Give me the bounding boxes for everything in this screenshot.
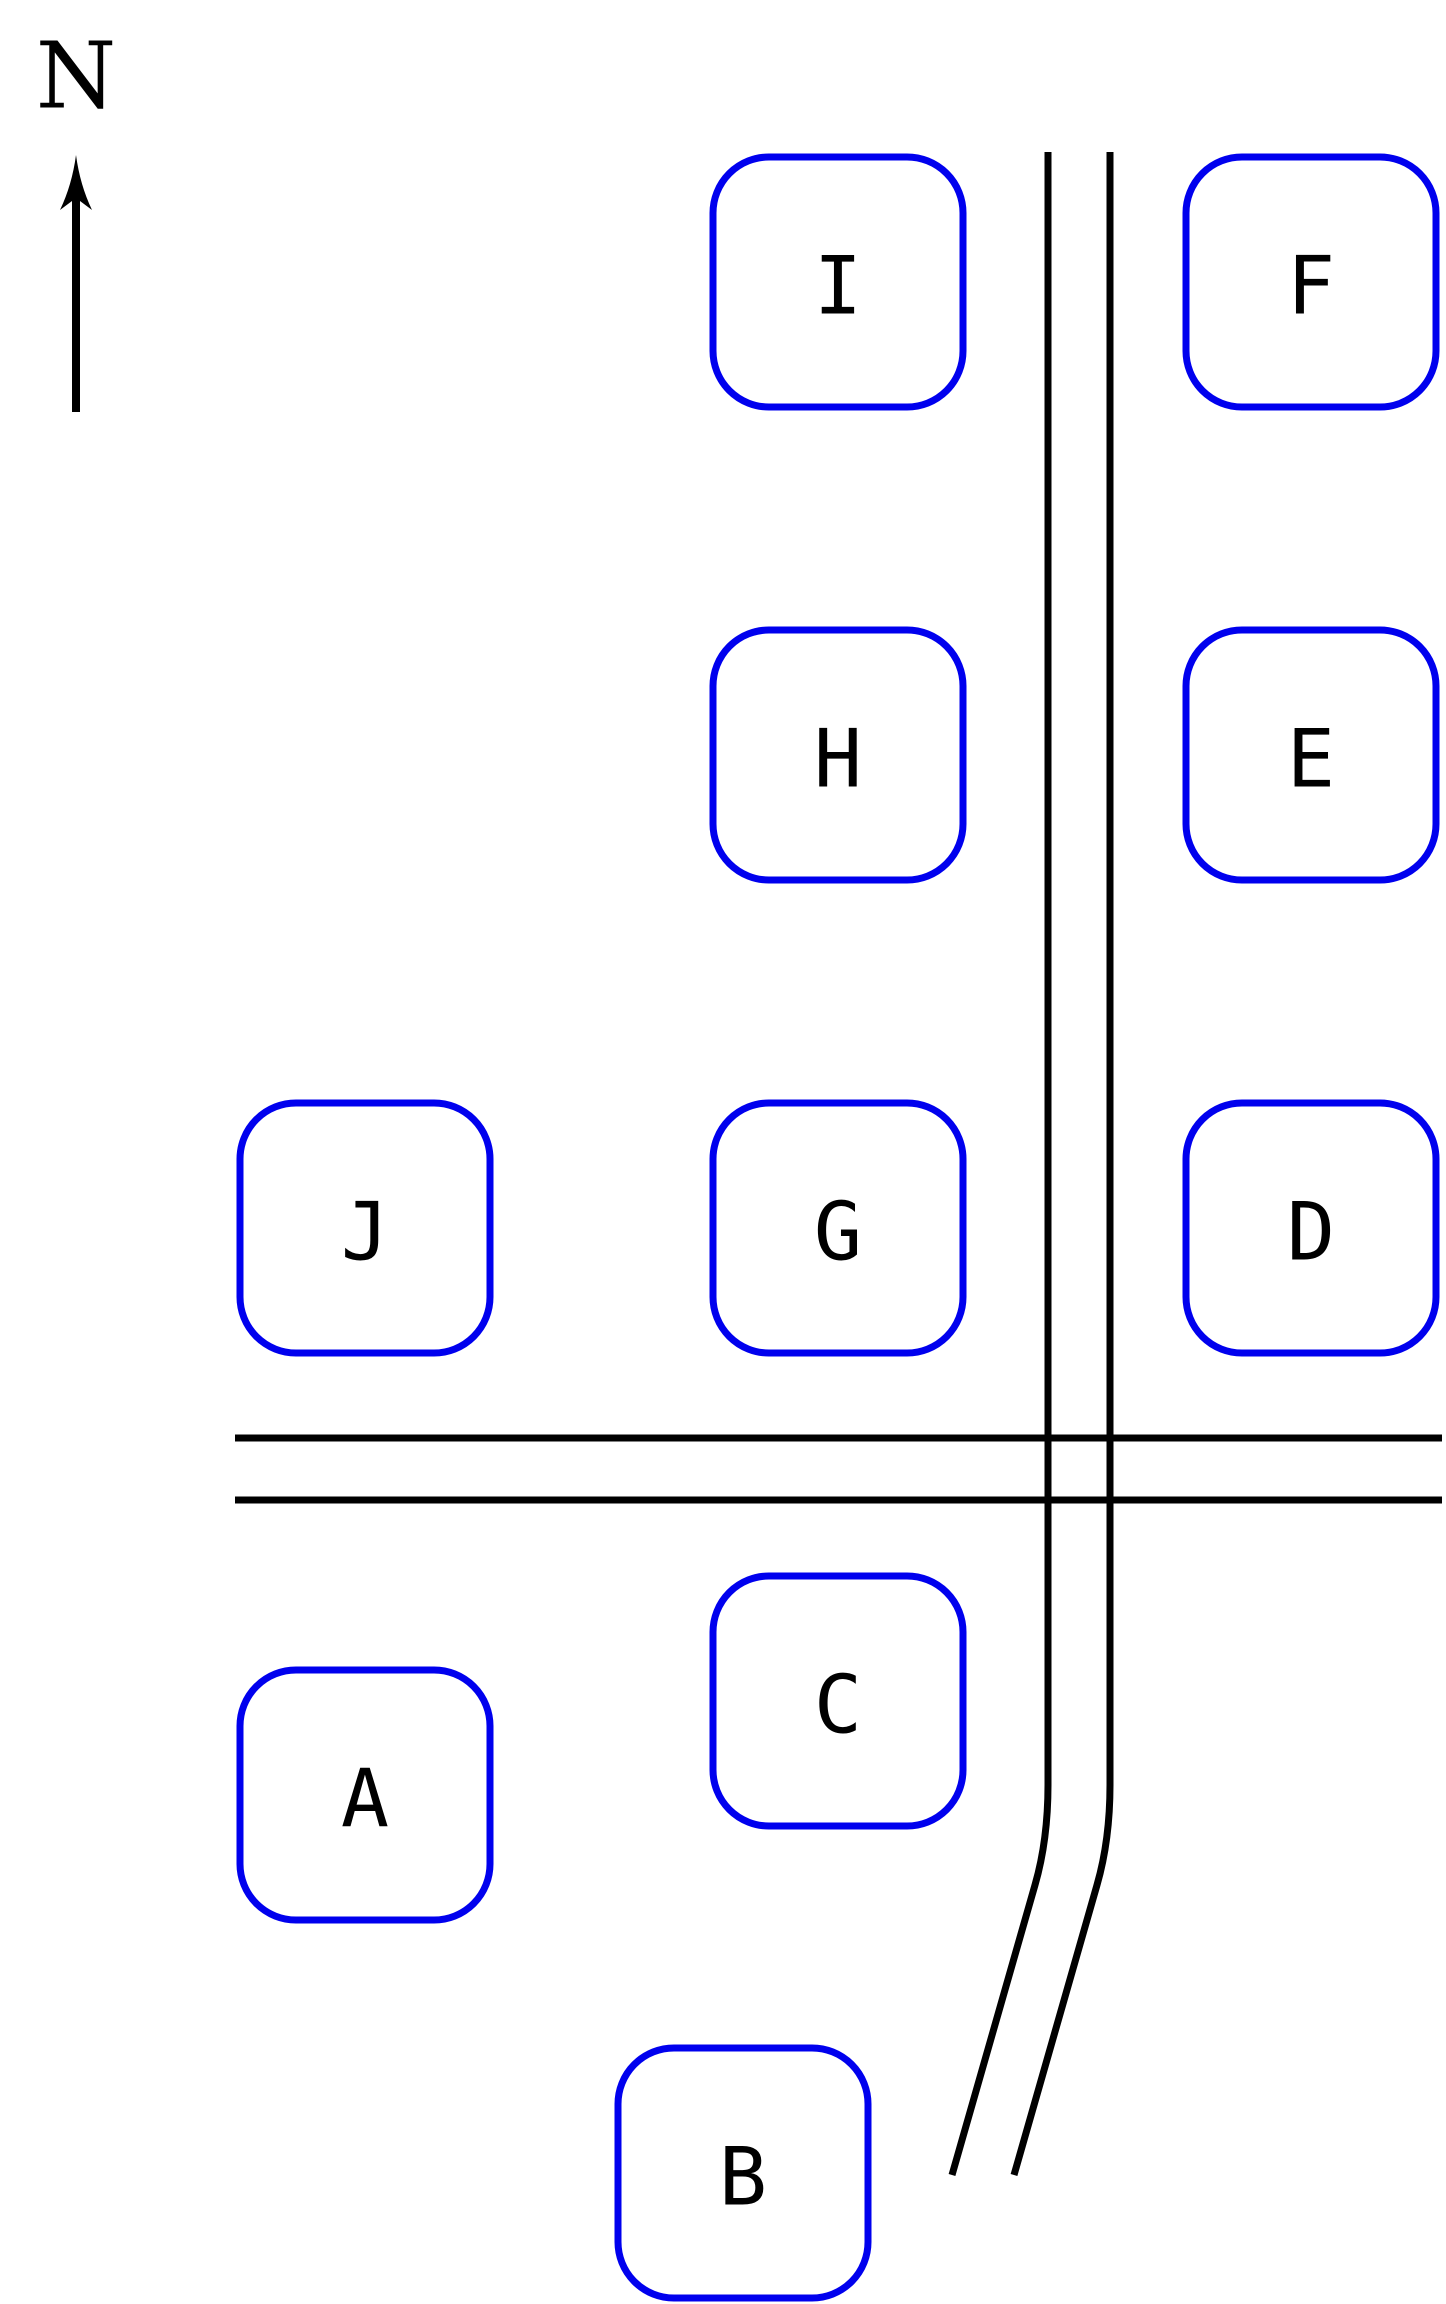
- vertical-road-east-edge: [1010, 152, 1114, 2176]
- block-outline: [709, 1099, 967, 1357]
- block-g: G: [709, 1099, 967, 1357]
- block-outline: [1182, 626, 1440, 884]
- block-outline: [709, 1572, 967, 1830]
- block-d: D: [1182, 1099, 1440, 1357]
- block-h: H: [709, 626, 967, 884]
- block-b: B: [614, 2044, 872, 2302]
- block-label: A: [341, 1753, 389, 1846]
- roads: [235, 152, 1442, 2176]
- block-a: A: [236, 1666, 494, 1924]
- block-label: E: [1287, 713, 1335, 806]
- block-label: C: [814, 1659, 862, 1752]
- block-label: I: [814, 240, 862, 333]
- block-label: D: [1287, 1186, 1335, 1279]
- block-outline: [709, 626, 967, 884]
- vertical-road-west-edge: [948, 152, 1052, 2176]
- block-outline: [1182, 1099, 1440, 1357]
- block-outline: [614, 2044, 872, 2302]
- block-label: F: [1287, 240, 1335, 333]
- block-outline: [709, 153, 967, 411]
- block-label: J: [341, 1186, 389, 1279]
- block-label: B: [719, 2131, 767, 2224]
- block-outline: [1182, 153, 1440, 411]
- block-label: H: [814, 713, 862, 806]
- block-j: J: [236, 1099, 494, 1357]
- block-f: F: [1182, 153, 1440, 411]
- north-arrowhead-icon: [60, 155, 92, 210]
- north-label: N: [36, 23, 117, 130]
- block-outline: [236, 1099, 494, 1357]
- north-indicator: N: [36, 23, 117, 412]
- block-outline: [236, 1666, 494, 1924]
- block-i: I: [709, 153, 967, 411]
- block-c: C: [709, 1572, 967, 1830]
- blocks: I F H E J G D C A B: [236, 153, 1440, 2302]
- block-e: E: [1182, 626, 1440, 884]
- block-label: G: [814, 1186, 862, 1279]
